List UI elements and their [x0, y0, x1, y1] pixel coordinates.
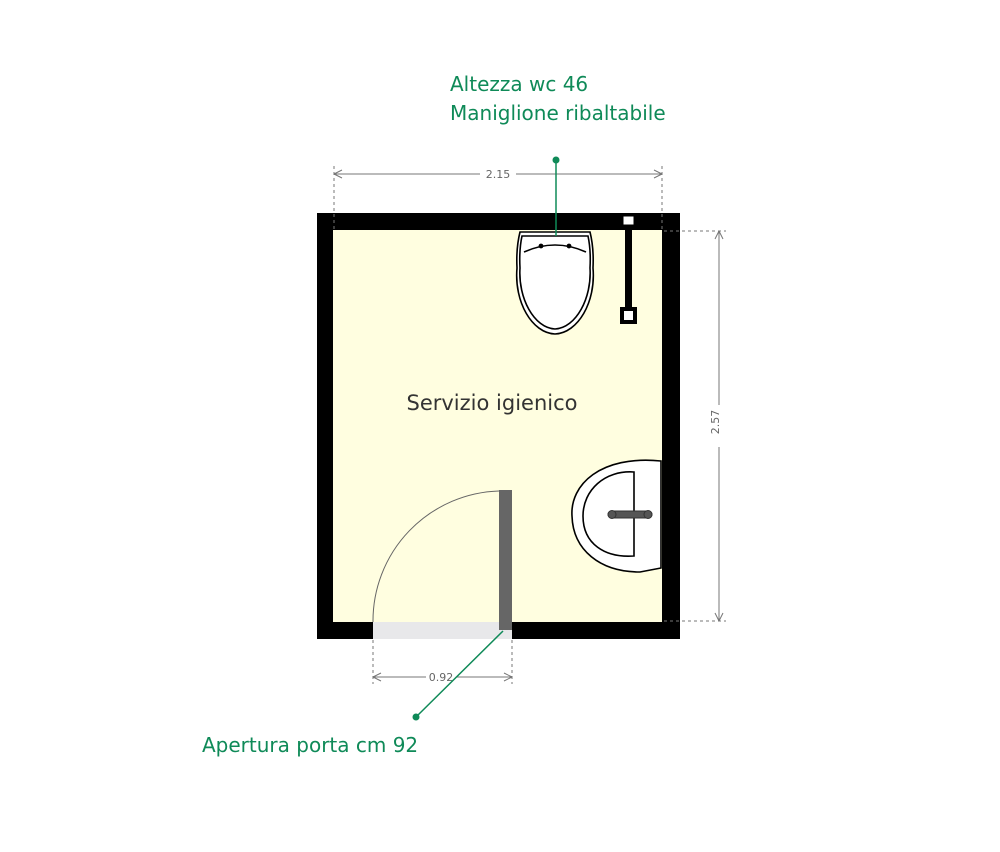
wall-left	[317, 213, 333, 639]
wc-annotation: Altezza wc 46 Maniglione ribaltabile	[450, 70, 666, 128]
toilet-icon	[515, 231, 595, 335]
grab-bar-text: Maniglione ribaltabile	[450, 101, 666, 125]
wall-top	[317, 213, 680, 230]
width-dimension-label: 2.15	[486, 168, 511, 181]
grab-bar-icon	[620, 215, 637, 324]
wall-bottom-right	[512, 622, 680, 639]
sink-icon	[571, 459, 662, 573]
door-dimension	[372, 640, 513, 684]
door-swing-arc	[372, 490, 500, 623]
height-dimension-label: 2.57	[709, 410, 722, 435]
width-dimension	[333, 166, 663, 229]
wc-height-text: Altezza wc 46	[450, 72, 589, 96]
door-leaf[interactable]	[499, 490, 512, 630]
door-dimension-label: 0.92	[429, 671, 454, 684]
door-annotation: Apertura porta cm 92	[202, 733, 419, 757]
wc-leader	[552, 156, 560, 236]
door-threshold	[373, 622, 512, 639]
height-dimension	[664, 230, 726, 622]
wall-bottom-left	[317, 622, 373, 639]
door-leader	[412, 630, 504, 721]
room-walls	[317, 213, 680, 639]
room-label: Servizio igienico	[407, 391, 578, 415]
wall-right	[662, 213, 680, 639]
